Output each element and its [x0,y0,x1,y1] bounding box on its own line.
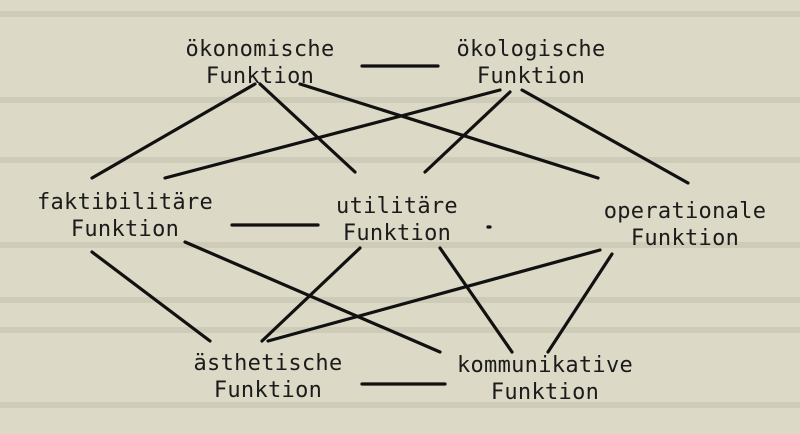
edge-oekonomisch-utilitaer [258,82,357,174]
node-label-line1: ästhetische [193,351,343,376]
edge-oekologisch-faktibilitaer [163,88,502,180]
node-label-line2: Funktion [476,64,586,89]
node-faktibilitaere-funktion: faktibilitäre Funktion [10,189,240,243]
edge-utilitaer-kommunikativ [438,246,514,354]
node-label-line1: kommunikative [456,353,634,378]
node-label-line1: operationale [603,199,767,224]
edge-utilitaer-aesthetisch [260,246,362,343]
node-label-line2: Funktion [630,226,740,251]
node-label-line1: ökologische [456,37,606,62]
edge-oekologisch-utilitaer [423,90,512,174]
node-utilitaere-funktion: utilitäre Funktion [313,193,481,247]
node-oekonomische-funktion: ökonomische Funktion [169,36,351,90]
node-operationale-funktion: operationale Funktion [580,198,790,252]
node-label-line1: ökonomische [185,37,335,62]
node-label-line2: Funktion [490,380,600,405]
edge-oekonomisch-operational [298,82,600,180]
node-label-line2: Funktion [205,64,315,89]
connection-lines [90,64,690,386]
paper-texture [0,11,800,408]
edge-oekonomisch-faktibilitaer [90,82,257,180]
edge-oekologisch-operational [520,88,690,185]
edge-operational-kommunikativ [546,252,614,354]
edge-faktibilitaer-aesthetisch [90,250,212,343]
node-oekologische-funktion: ökologische Funktion [440,36,622,90]
node-label-line2: Funktion [213,378,323,403]
node-aesthetische-funktion: ästhetische Funktion [170,350,366,404]
edge-operational-aesthetisch [266,248,602,343]
node-label-line2: Funktion [70,217,180,242]
node-kommunikative-funktion: kommunikative Funktion [430,352,660,406]
node-label-line1: utilitäre [336,194,458,219]
node-label-line2: Funktion [342,221,452,246]
node-label-line1: faktibilitäre [36,190,214,215]
edge-faktibilitaer-kommunikativ [183,240,442,354]
